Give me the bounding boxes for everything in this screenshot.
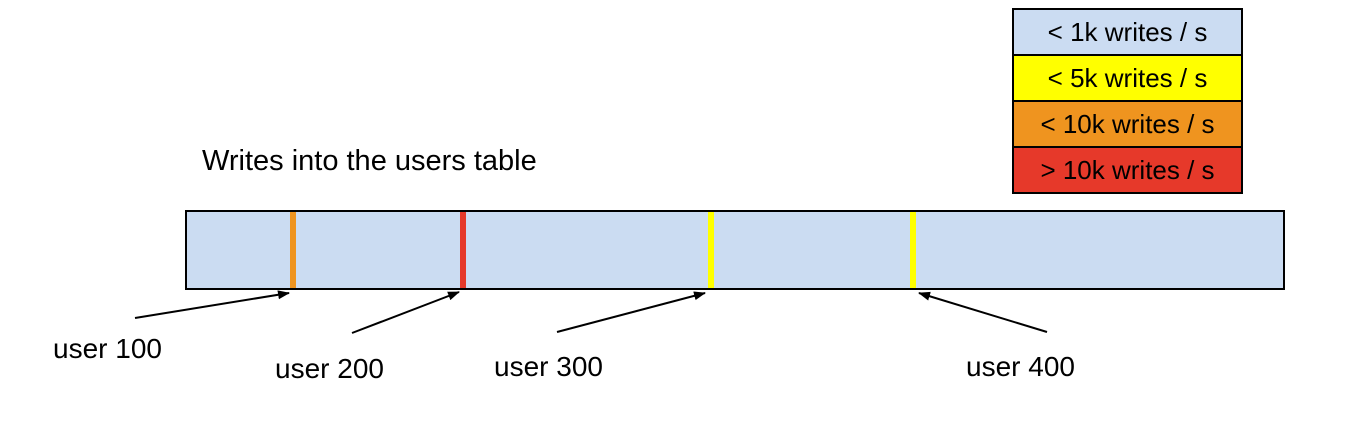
user-label-200: user 200 bbox=[275, 353, 384, 384]
arrow-user-200 bbox=[351, 291, 460, 334]
legend-item-lt-10k: < 10k writes / s bbox=[1012, 100, 1243, 148]
arrow-user-100 bbox=[134, 290, 290, 319]
legend-item-lt-5k: < 5k writes / s bbox=[1012, 54, 1243, 102]
user-label-300: user 300 bbox=[494, 351, 603, 382]
legend-item-gt-10k: > 10k writes / s bbox=[1012, 146, 1243, 194]
legend-item-label: < 1k writes / s bbox=[1047, 16, 1208, 47]
legend-item-label: < 5k writes / s bbox=[1047, 62, 1208, 93]
user-label-100: user 100 bbox=[53, 333, 162, 364]
legend-item-label: < 10k writes / s bbox=[1040, 108, 1215, 139]
legend-item-label: > 10k writes / s bbox=[1040, 154, 1215, 185]
diagram-title: Writes into the users table bbox=[202, 145, 537, 177]
write-hotspot-marker-user-100 bbox=[290, 212, 296, 288]
user-label-400: user 400 bbox=[966, 351, 1075, 382]
write-hotspot-marker-user-300 bbox=[708, 212, 714, 288]
arrow-user-300 bbox=[556, 291, 706, 333]
write-hotspot-marker-user-200 bbox=[460, 212, 466, 288]
write-rate-legend: < 1k writes / s < 5k writes / s < 10k wr… bbox=[1012, 8, 1243, 194]
legend-item-lt-1k: < 1k writes / s bbox=[1012, 8, 1243, 56]
write-hotspot-marker-user-400 bbox=[910, 212, 916, 288]
arrow-user-400 bbox=[918, 291, 1048, 333]
users-table-bar bbox=[185, 210, 1285, 290]
